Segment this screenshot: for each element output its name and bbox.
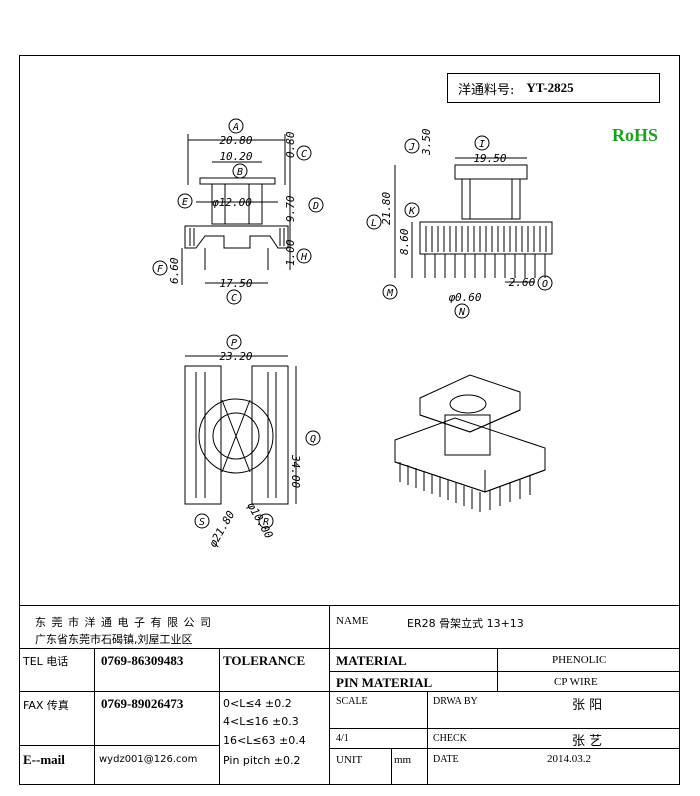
tel-label: TEL 电话 xyxy=(23,655,69,668)
tel-value: 0769-86309483 xyxy=(101,653,184,668)
dim-k: 8.60 xyxy=(398,228,411,255)
marker-o: O xyxy=(542,279,548,290)
marker-m: M xyxy=(386,288,394,299)
marker-q: Q xyxy=(310,434,316,445)
tolerance-label: TOLERANCE xyxy=(223,653,306,668)
dim-j: 3.50 xyxy=(420,128,433,156)
date-value: 2014.03.2 xyxy=(547,753,591,765)
marker-p: P xyxy=(231,338,237,349)
iso-pins xyxy=(399,462,531,512)
material-value: PHENOLIC xyxy=(552,654,607,666)
marker-b: B xyxy=(237,167,243,178)
dim-d: 9.70 xyxy=(284,195,297,222)
drawby-label: DRWA BY xyxy=(433,696,478,707)
marker-j: J xyxy=(408,142,415,153)
dim-b: 10.20 xyxy=(219,150,252,163)
marker-i: I xyxy=(479,139,485,150)
dim-s: φ21.80 xyxy=(206,508,237,549)
pin-material-value: CP WIRE xyxy=(554,676,598,688)
dim-r: φ10.00 xyxy=(244,500,275,541)
part-number-box: 洋通料号: YT-2825 xyxy=(447,73,660,103)
scale-label: SCALE xyxy=(336,696,368,707)
check-label: CHECK xyxy=(433,733,467,744)
dim-q: 34.00 xyxy=(289,454,302,488)
dim-i: 19.50 xyxy=(473,152,506,165)
part-number-value: YT-2825 xyxy=(526,80,574,95)
dim-c-bot: 17.50 xyxy=(219,277,252,290)
dim-n: φ0.60 xyxy=(448,291,481,304)
marker-a: A xyxy=(232,122,239,133)
side-view: I 19.50 J 3.50 xyxy=(366,128,553,319)
unit-label: UNIT xyxy=(336,754,363,766)
technical-drawing: A 20.80 10.20 B E φ12.00 0.80 C 9.70 D 1… xyxy=(152,118,553,550)
company-address: 广东省东莞市石碣镇,刘屋工业区 xyxy=(35,633,193,646)
marker-c-top: C xyxy=(301,149,307,160)
tolerance-row-3: 16<L≤63 ±0.4 xyxy=(223,734,306,747)
dim-h: 1.00 xyxy=(284,239,297,266)
marker-l: L xyxy=(371,218,377,229)
marker-r: R xyxy=(263,517,269,528)
marker-d: D xyxy=(312,201,319,212)
marker-k: K xyxy=(408,206,416,217)
rohs-mark: RoHS xyxy=(612,125,659,145)
part-number-label: 洋通料号: xyxy=(458,82,515,98)
bottom-view: P 23.20 34.00 Q S φ21.80 R φ10.00 xyxy=(184,334,321,550)
dim-p: 23.20 xyxy=(219,350,252,363)
title-block: 东 莞 市 洋 通 电 子 有 限 公 司 广东省东莞市石碣镇,刘屋工业区 NA… xyxy=(19,605,680,785)
email-value: wydz001@126.com xyxy=(99,754,198,765)
dim-f: 6.60 xyxy=(168,257,181,284)
pin-material-label: PIN MATERIAL xyxy=(336,675,433,690)
marker-e: E xyxy=(182,197,188,208)
name-label: NAME xyxy=(336,615,369,627)
tolerance-row-4: Pin pitch ±0.2 xyxy=(223,754,301,767)
marker-h: H xyxy=(300,252,308,263)
dim-l: 21.80 xyxy=(380,192,393,225)
scale-value: 4/1 xyxy=(336,733,349,744)
tolerance-row-1: 0<L≤4 ±0.2 xyxy=(223,697,292,710)
company-name: 东 莞 市 洋 通 电 子 有 限 公 司 xyxy=(35,616,212,629)
dim-o: 2.60 xyxy=(509,276,536,289)
side-view-pins xyxy=(424,254,546,278)
date-label: DATE xyxy=(433,754,459,765)
drawby-value: 张 阳 xyxy=(572,698,603,713)
top-view: A 20.80 10.20 B E φ12.00 0.80 C 9.70 D 1… xyxy=(152,118,324,305)
unit-value: mm xyxy=(394,754,412,766)
drawing-frame xyxy=(19,55,680,785)
marker-c-bot: C xyxy=(231,293,237,304)
marker-s: S xyxy=(199,517,205,528)
fax-label: FAX 传真 xyxy=(23,699,69,712)
name-value: ER28 骨架立式 13+13 xyxy=(407,617,524,630)
tolerance-row-2: 4<L≤16 ±0.3 xyxy=(223,715,299,728)
marker-f: F xyxy=(157,264,164,275)
dim-e: φ12.00 xyxy=(212,196,252,209)
dim-c-top: 0.80 xyxy=(284,131,297,158)
email-label: E--mail xyxy=(23,752,65,767)
side-view-fins xyxy=(425,226,547,252)
marker-n: N xyxy=(458,307,466,318)
isometric-view xyxy=(394,374,546,512)
fax-value: 0769-89026473 xyxy=(101,696,184,711)
dim-a: 20.80 xyxy=(219,134,252,147)
material-label: MATERIAL xyxy=(336,653,407,668)
check-value: 张 艺 xyxy=(572,734,603,749)
